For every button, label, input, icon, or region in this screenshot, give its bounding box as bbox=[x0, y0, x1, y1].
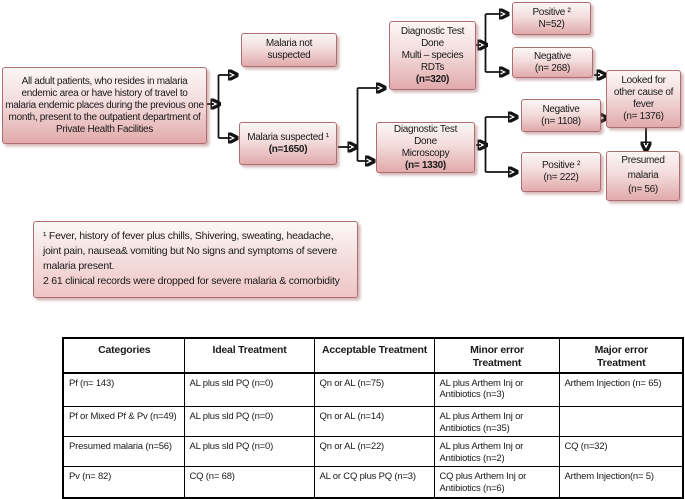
box-count: (n= 1330) bbox=[405, 159, 446, 171]
table-row: Presumed malaria (n=56) AL plus sld PQ (… bbox=[62, 436, 684, 468]
footnote-line-1: ¹ Fever, history of fever plus chills, S… bbox=[43, 230, 337, 272]
column-header-minor-error: Minor error Treatment bbox=[433, 337, 560, 374]
box-text: All adult patients, who resides in malar… bbox=[5, 75, 204, 135]
column-header-ideal: Ideal Treatment bbox=[183, 337, 315, 374]
box-text: Malaria not suspected bbox=[265, 38, 313, 61]
column-header-acceptable: Acceptable Treatment bbox=[313, 337, 435, 374]
table-cell: CQ (n= 68) bbox=[183, 466, 315, 499]
table-cell: AL plus Arthem Inj or Antibiotics (n=35) bbox=[433, 406, 560, 438]
table-cell: Pf (n= 143) bbox=[62, 372, 185, 408]
table-cell: AL or CQ plus PQ (n=3) bbox=[313, 466, 435, 499]
flowchart-box-presumed-malaria: Presumed malaria (n= 56) bbox=[606, 151, 680, 201]
box-text: Looked for other cause of fever (n= 1376… bbox=[613, 75, 674, 122]
table-cell: AL plus Arthem Inj or Antibiotics (n=3) bbox=[433, 372, 560, 408]
box-count: (n=1650) bbox=[268, 143, 308, 155]
footnote-box: ¹ Fever, history of fever plus chills, S… bbox=[33, 221, 358, 298]
table-cell: Pv (n= 82) bbox=[62, 466, 185, 499]
table-cell: Arthem Injection(n= 5) bbox=[558, 466, 684, 499]
table-cell: Pf or Mixed Pf & Pv (n=49) bbox=[62, 406, 185, 438]
table-cell: Presumed malaria (n=56) bbox=[62, 436, 185, 468]
table-cell: Qn or AL (n=22) bbox=[313, 436, 435, 468]
box-count: (n=320) bbox=[415, 73, 450, 85]
column-header-major-error: Major error Treatment bbox=[558, 337, 684, 374]
flowchart-box-malaria-suspected: Malaria suspected ¹ (n=1650) bbox=[239, 122, 337, 165]
flowchart-box-microscopy-negative: Negative (n= 1108) bbox=[521, 99, 601, 132]
flowchart-box-rdt-positive: Positive ² N=52) bbox=[512, 2, 591, 35]
column-header-categories: Categories bbox=[62, 337, 185, 374]
box-text: Diagnostic Test Done Multi – species RDT… bbox=[400, 25, 465, 73]
flowchart-box-rdt-test: Diagnostic Test Done Multi – species RDT… bbox=[389, 21, 476, 90]
treatment-table: Categories Ideal Treatment Acceptable Tr… bbox=[62, 337, 684, 499]
box-text: Negative (n= 1108) bbox=[541, 103, 581, 127]
table-cell: Arthem Injection (n= 65) bbox=[558, 372, 684, 408]
box-text: Diagnostic Test Done Microscopy bbox=[393, 123, 458, 159]
table-cell: AL plus sld PQ (n=0) bbox=[183, 372, 315, 408]
table-row: Pv (n= 82) CQ (n= 68) AL or CQ plus PQ (… bbox=[62, 466, 684, 499]
box-text: Positive ² (n= 222) bbox=[541, 160, 581, 183]
flowchart-box-malaria-not-suspected: Malaria not suspected bbox=[241, 33, 337, 67]
table-cell: AL plus Arthem Inj or Antibiotics (n=2) bbox=[433, 436, 560, 468]
table-cell: CQ plus Arthem Inj or Antibiotics (n=6) bbox=[433, 466, 560, 499]
table-cell: Qn or AL (n=14) bbox=[313, 406, 435, 438]
footnote-line-2: 2 61 clinical records were dropped for s… bbox=[43, 274, 340, 287]
table-row: Pf or Mixed Pf & Pv (n=49) AL plus sld P… bbox=[62, 406, 684, 438]
table-cell: Qn or AL (n=75) bbox=[313, 372, 435, 408]
box-text: Negative (n= 268) bbox=[533, 50, 572, 74]
table-cell: AL plus sld PQ (n=0) bbox=[183, 436, 315, 468]
table-row: Pf (n= 143) AL plus sld PQ (n=0) Qn or A… bbox=[62, 372, 684, 408]
flowchart-box-rdt-negative: Negative (n= 268) bbox=[512, 47, 593, 78]
table-header-row: Categories Ideal Treatment Acceptable Tr… bbox=[62, 337, 684, 374]
table-cell: AL plus sld PQ (n=0) bbox=[183, 406, 315, 438]
flowchart-box-microscopy-positive: Positive ² (n= 222) bbox=[521, 152, 601, 192]
flowchart-box-other-cause-fever: Looked for other cause of fever (n= 1376… bbox=[606, 70, 681, 128]
flowchart-box-population: All adult patients, who resides in malar… bbox=[2, 67, 207, 144]
box-text: Positive ² N=52) bbox=[532, 6, 571, 30]
table-cell: CQ (n=32) bbox=[558, 436, 684, 468]
box-text: Malaria suspected ¹ bbox=[247, 131, 329, 143]
box-text: Presumed malaria (n= 56) bbox=[621, 155, 665, 196]
table-cell bbox=[558, 406, 684, 438]
flowchart-box-microscopy-test: Diagnostic Test Done Microscopy (n= 1330… bbox=[376, 122, 475, 173]
